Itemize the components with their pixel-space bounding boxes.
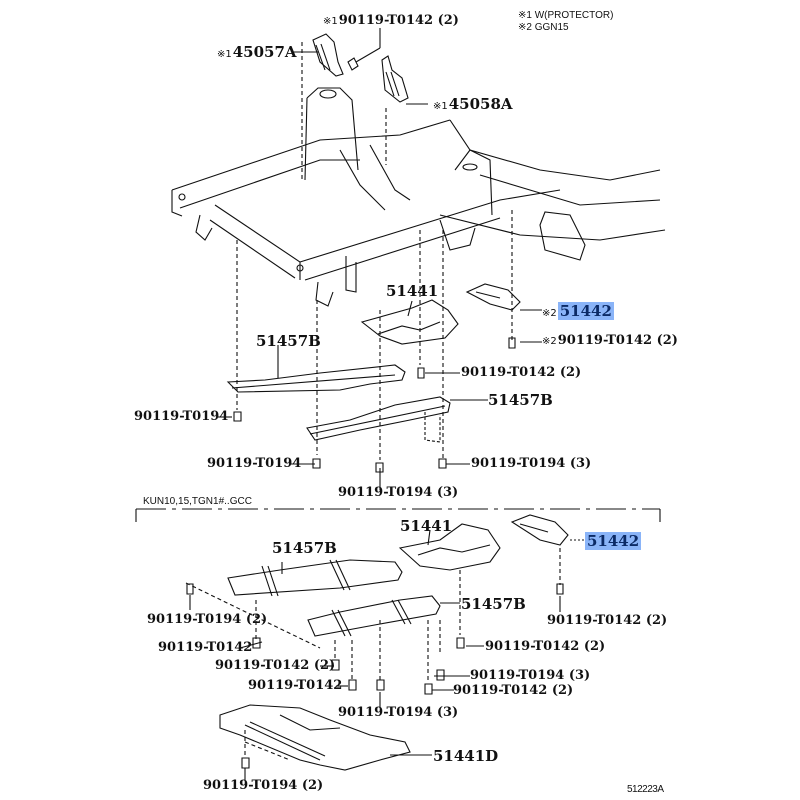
label-bolt-right-b-lower[interactable]: 90119-T0194 (3) xyxy=(470,668,591,683)
variant-bracket-frame xyxy=(136,509,660,522)
label-cover-51441-lower[interactable]: 51441 xyxy=(400,517,453,535)
covers-upper xyxy=(362,284,520,344)
leader-lines-upper xyxy=(218,28,542,490)
label-bolt-top[interactable]: ※190119-T0142 (2) xyxy=(323,13,459,28)
bolts-upper xyxy=(234,338,515,472)
label-bolt-center-lower[interactable]: 90119-T0194 (3) xyxy=(338,705,459,720)
lower-crossmembers xyxy=(228,560,440,636)
skid-plate-drawing xyxy=(220,705,410,770)
label-bolt-left-b-lower[interactable]: 90119-T0142 xyxy=(158,640,253,655)
lower-dashed-guides xyxy=(186,548,560,760)
label-bolt-right-a-lower[interactable]: 90119-T0142 (2) xyxy=(485,639,606,654)
label-bolt-left-a-lower[interactable]: 90119-T0194 (2) xyxy=(147,612,268,627)
frame-drawing xyxy=(172,88,665,306)
variant-label: KUN10,15,TGN1#..GCC xyxy=(143,496,252,507)
lower-bolts xyxy=(187,584,563,768)
label-bolt-right-c-lower[interactable]: 90119-T0142 (2) xyxy=(453,683,574,698)
lower-covers xyxy=(400,515,568,570)
label-bolt-mid-a-lower[interactable]: 90119-T0142 (2) xyxy=(215,658,336,673)
label-bolt-51441-upper[interactable]: 90119-T0142 (2) xyxy=(461,365,582,380)
label-bolt-left-upper[interactable]: 90119-T0194 xyxy=(134,409,229,424)
legend-note-1: ※1 W(PROTECTOR) xyxy=(518,10,614,21)
bracket-drawings xyxy=(313,34,408,102)
label-bracket-45057a[interactable]: ※145057A xyxy=(217,43,297,61)
label-cover-51441-upper[interactable]: 51441 xyxy=(386,282,439,300)
highlighted-part-number: 51442 xyxy=(585,532,642,550)
label-bolt-mid-b-lower[interactable]: 90119-T0142 xyxy=(248,678,343,693)
label-bolt-mid-left-upper[interactable]: 90119-T0194 xyxy=(207,456,302,471)
label-bolt-51442-upper[interactable]: ※290119-T0142 (2) xyxy=(542,333,678,348)
lower-leader-lines xyxy=(190,530,585,780)
label-crossmember-51457b-lower-b[interactable]: 51457B xyxy=(461,595,526,613)
label-crossmember-51457b-right[interactable]: 51457B xyxy=(488,391,553,409)
label-bolt-mid-right-upper[interactable]: 90119-T0194 (3) xyxy=(471,456,592,471)
label-crossmember-51457b-lower-a[interactable]: 51457B xyxy=(272,539,337,557)
label-bolt-skid[interactable]: 90119-T0194 (2) xyxy=(203,778,324,793)
highlighted-part-number: 51442 xyxy=(557,302,614,320)
label-bolt-center-upper[interactable]: 90119-T0194 (3) xyxy=(338,485,459,500)
label-skid-plate-51441d[interactable]: 51441D xyxy=(433,747,499,765)
label-bracket-45058a[interactable]: ※145058A xyxy=(433,95,513,113)
label-crossmember-51457b-left[interactable]: 51457B xyxy=(256,332,321,350)
figure-id: 512223A xyxy=(627,784,664,795)
legend-note-2: ※2 GGN15 xyxy=(518,22,569,33)
label-bolt-51442-lower[interactable]: 90119-T0142 (2) xyxy=(547,613,668,628)
crossmembers-upper xyxy=(228,365,450,442)
label-cover-51442-lower[interactable]: 51442 xyxy=(585,532,642,550)
